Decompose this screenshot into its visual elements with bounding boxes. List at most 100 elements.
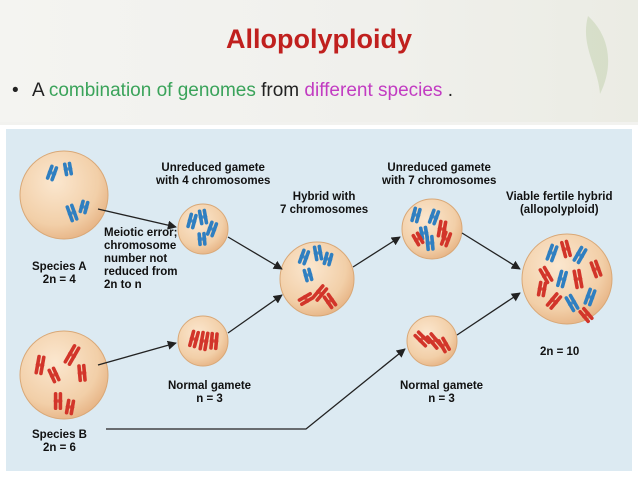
centromere <box>302 294 310 304</box>
chromosome-29 <box>439 230 453 248</box>
label-line: Species A <box>32 261 87 273</box>
label-line: Unreduced gamete <box>387 162 491 174</box>
centromere <box>323 256 333 262</box>
centromere <box>437 226 447 232</box>
chromosome-19 <box>322 251 334 267</box>
chromosome-13 <box>197 231 207 247</box>
arrow-normal-to-hybrid <box>227 294 283 334</box>
centromere <box>541 271 551 279</box>
label-species-b: Species B 2n = 6 <box>32 429 87 455</box>
centromere <box>441 236 451 242</box>
chromosome-41 <box>545 292 563 310</box>
centromere <box>187 218 197 224</box>
chromosome-39 <box>556 269 568 289</box>
centromere <box>439 341 449 349</box>
centromere <box>197 237 207 241</box>
arrow-hybrid-to-unreduced7 <box>352 236 401 268</box>
centromere <box>550 297 558 305</box>
label-line: Normal gamete <box>168 380 252 392</box>
chromosome-20 <box>302 267 314 283</box>
chromosome-15 <box>198 330 210 352</box>
label-line: number not <box>104 253 168 265</box>
chromosome-5 <box>47 366 61 384</box>
chromosome-4 <box>34 354 46 376</box>
centromere <box>326 297 334 305</box>
centromere <box>65 404 75 410</box>
centromere <box>299 254 309 260</box>
label-line: Unreduced gamete <box>161 162 265 174</box>
label-line: chromosome <box>104 240 177 252</box>
centromere <box>47 170 57 176</box>
bullet-line: • A combination of genomes from differen… <box>12 80 453 102</box>
chromosome-40 <box>572 268 584 290</box>
centromere <box>430 337 438 345</box>
label-line: Normal gamete <box>400 380 484 392</box>
bullet-marker: • <box>12 80 19 101</box>
chromosome-9 <box>64 398 76 416</box>
arrow-normal2-to-viable <box>456 292 521 336</box>
chromosome-34 <box>545 243 559 263</box>
species-a-cell <box>19 150 109 240</box>
chromosome-18 <box>312 244 324 262</box>
label-line: Viable fertile hybrid <box>506 191 613 203</box>
label-final-2n: 2n = 10 <box>540 346 579 359</box>
chromosome-45 <box>578 306 594 324</box>
label-line: 2n = 6 <box>43 442 76 454</box>
centromere <box>49 372 59 378</box>
chromosome-12 <box>205 220 219 238</box>
centromere <box>425 241 435 245</box>
label-line: with 4 chromosomes <box>156 175 271 187</box>
bullet-text-a: A <box>31 80 49 101</box>
label-species-a: Species A 2n = 4 <box>32 261 87 287</box>
label-viable-hybrid: Viable fertile hybrid (allopolyploid) <box>506 191 613 217</box>
slide-header: Allopolyploidy • A combination of genome… <box>0 0 638 122</box>
centromere <box>557 276 567 282</box>
centromere <box>67 351 77 359</box>
leaf-decoration-icon <box>585 16 609 94</box>
chromosome-16 <box>209 331 219 351</box>
centromere <box>575 251 585 259</box>
label-normal-gamete-1: Normal gamete n = 3 <box>168 380 251 406</box>
centromere <box>561 246 571 252</box>
chromosome-42 <box>564 293 580 313</box>
diagram-graphics <box>19 150 613 430</box>
chromosome-33 <box>437 336 451 354</box>
label-line: (allopolyploid) <box>519 204 599 216</box>
centromere <box>419 230 429 236</box>
chromosome-23 <box>322 292 338 310</box>
chromosome-17 <box>297 248 311 266</box>
chromosome-36 <box>572 245 588 265</box>
centromere <box>79 204 89 210</box>
bullet-highlight-genomes: combination of genomes <box>48 80 256 101</box>
chromosome-8 <box>53 392 63 410</box>
chromosome-21 <box>311 284 329 302</box>
figure-frame: Unreduced gamete with 4 chromosomes Hybr… <box>0 125 638 479</box>
centromere <box>199 338 209 344</box>
label-unreduced-gamete-4: Unreduced gamete with 4 chromosomes <box>156 162 270 188</box>
label-line: Hybrid with <box>292 191 356 203</box>
centromere <box>35 362 45 368</box>
centromere <box>429 214 439 220</box>
chromosome-0 <box>45 164 59 182</box>
chromosome-35 <box>560 239 572 259</box>
label-line: n = 3 <box>428 393 455 405</box>
label-line: n = 3 <box>196 393 223 405</box>
centromere <box>63 166 73 172</box>
label-line: reduced from <box>104 266 178 278</box>
chromosome-14 <box>188 329 200 349</box>
centromere <box>573 276 583 282</box>
chromosome-7 <box>77 363 87 383</box>
label-meiotic-error: Meiotic error; chromosome number not red… <box>104 227 178 292</box>
chromosome-28 <box>411 231 425 247</box>
centromere <box>67 210 77 216</box>
centromere <box>77 371 87 375</box>
chromosome-44 <box>536 280 548 298</box>
label-line: 2n = 10 <box>540 346 580 358</box>
chromosome-22 <box>297 292 315 306</box>
label-unreduced-gamete-7: Unreduced gamete with 7 chromosomes <box>382 162 496 188</box>
species-b-cell <box>19 330 109 420</box>
allopolyploidy-diagram: Unreduced gamete with 4 chromosomes Hybr… <box>6 129 632 471</box>
label-normal-gamete-2: Normal gamete n = 3 <box>400 380 483 406</box>
centromere <box>198 214 208 220</box>
centromere <box>547 250 557 256</box>
